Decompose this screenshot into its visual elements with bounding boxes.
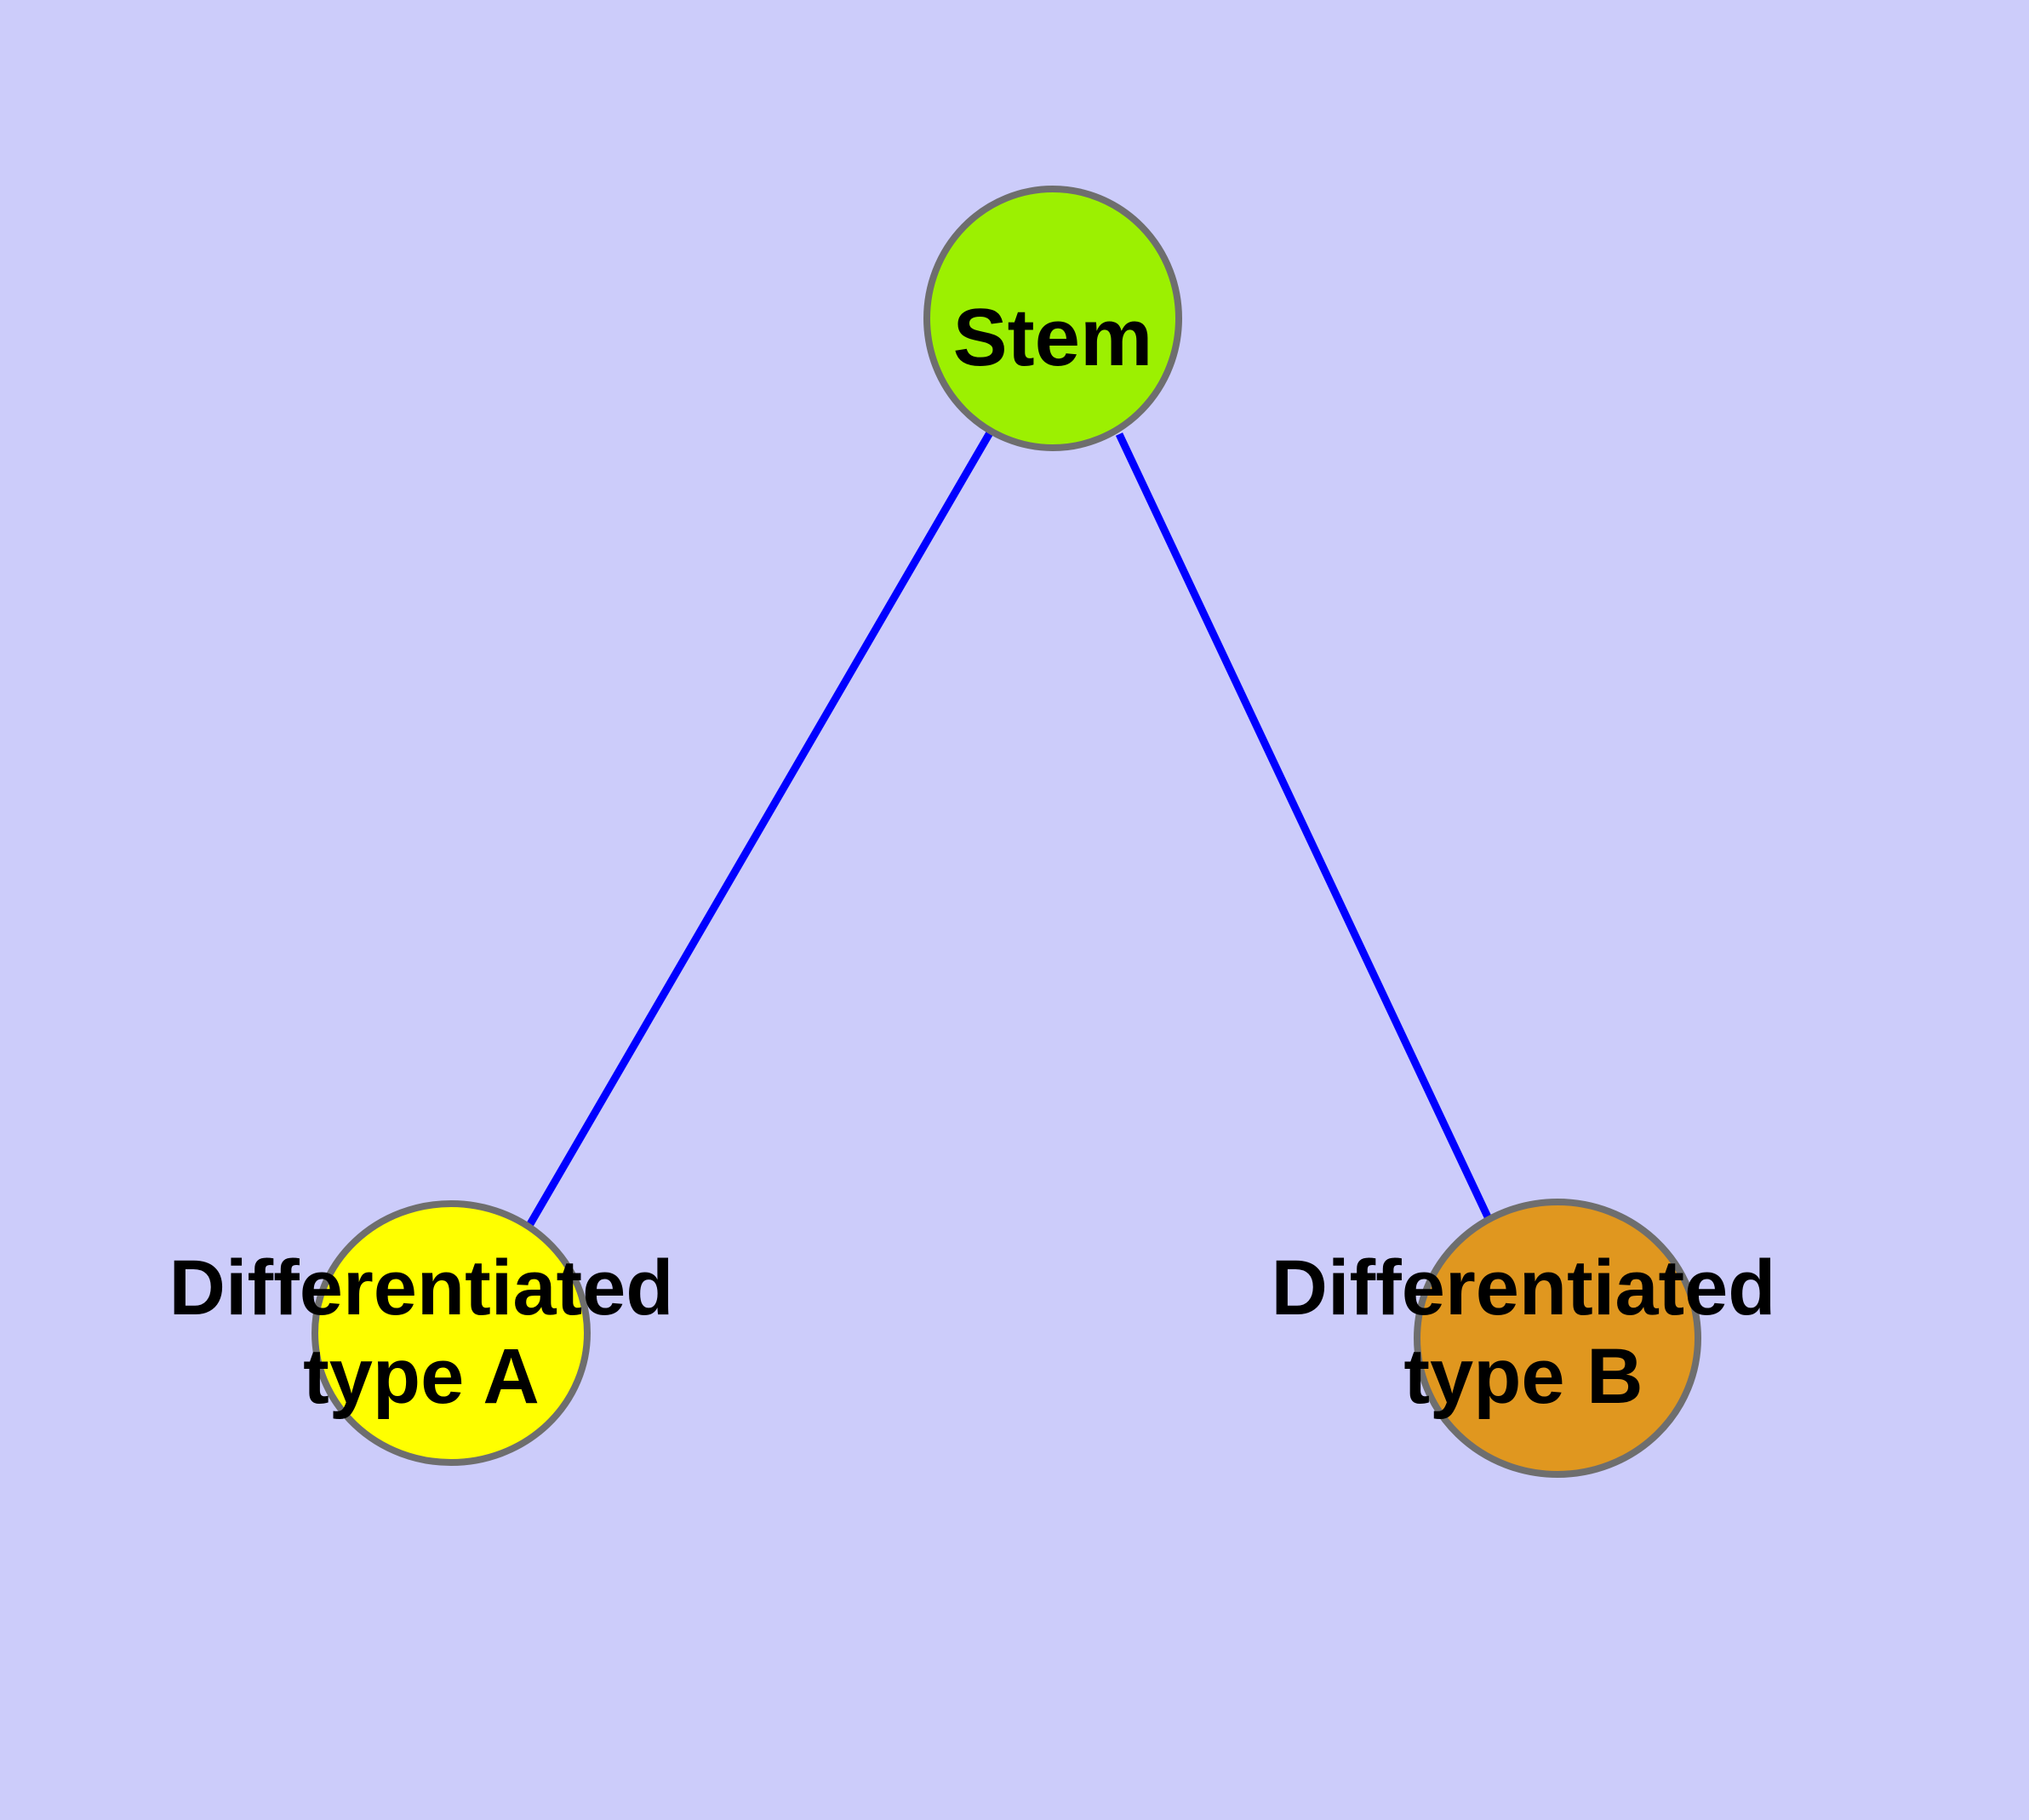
label-line: type B bbox=[1403, 1333, 1643, 1420]
node-layer bbox=[311, 186, 1701, 1478]
node-stem-label: Stem bbox=[953, 292, 1153, 383]
edge-layer bbox=[524, 427, 1495, 1231]
label-line: Stem bbox=[953, 292, 1153, 383]
label-line: Differentiated bbox=[169, 1245, 674, 1331]
node-differentiated-type-a-circle[interactable] bbox=[311, 1200, 591, 1466]
node-stem[interactable] bbox=[923, 186, 1182, 451]
node-differentiated-type-b-circle[interactable] bbox=[1414, 1199, 1701, 1478]
edge-stem-to-differentiated-type-b[interactable] bbox=[1115, 432, 1495, 1226]
node-stem-circle[interactable] bbox=[923, 186, 1182, 451]
node-differentiated-type-a[interactable] bbox=[311, 1200, 591, 1466]
edge-stem-to-differentiated-type-a[interactable] bbox=[524, 427, 995, 1231]
label-line: type A bbox=[303, 1333, 540, 1420]
node-differentiated-type-b[interactable] bbox=[1414, 1199, 1701, 1478]
label-line: Differentiated bbox=[1272, 1245, 1776, 1331]
